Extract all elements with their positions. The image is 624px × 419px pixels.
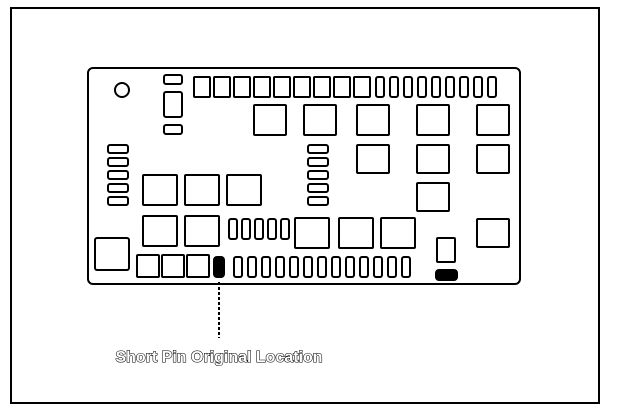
mini-fuse xyxy=(261,256,271,278)
mini-fuse xyxy=(254,218,264,240)
mini-fuse xyxy=(387,256,397,278)
mini-fuse xyxy=(417,76,427,98)
mini-fuse xyxy=(107,183,129,193)
mini-fuse xyxy=(359,256,369,278)
mini-fuse xyxy=(307,170,329,180)
mini-fuse xyxy=(107,170,129,180)
relay xyxy=(142,174,178,206)
mini-fuse xyxy=(487,76,497,98)
center-mini-fuse-stack xyxy=(307,144,329,206)
mini-fuse xyxy=(459,76,469,98)
mini-fuse xyxy=(403,76,413,98)
relay xyxy=(163,91,183,118)
large-relay xyxy=(94,237,130,271)
mini-fuse xyxy=(241,218,251,240)
relay-row-lower xyxy=(142,215,416,249)
mini-fuse xyxy=(107,196,129,206)
mini-fuse xyxy=(228,218,238,240)
mini-fuse xyxy=(389,76,399,98)
mini-fuse xyxy=(317,256,327,278)
mini-fuse xyxy=(289,256,299,278)
relay xyxy=(338,217,374,249)
relay xyxy=(416,182,450,212)
mini-fuse xyxy=(163,74,183,85)
small-fuse-column-top-left xyxy=(163,74,183,135)
left-mini-fuse-stack xyxy=(107,144,129,206)
mini-fuse xyxy=(233,256,243,278)
mini-fuse xyxy=(107,157,129,167)
mini-fuse xyxy=(375,76,385,98)
cartridge-fuse xyxy=(293,76,311,98)
mini-fuse xyxy=(331,256,341,278)
cartridge-fuse xyxy=(161,254,185,278)
relay xyxy=(294,217,330,249)
mini-fuse xyxy=(307,196,329,206)
relay xyxy=(184,174,220,206)
short-pin xyxy=(213,256,225,278)
fuse-block-body xyxy=(87,67,521,285)
cartridge-fuse xyxy=(273,76,291,98)
mini-fuse xyxy=(345,256,355,278)
relay xyxy=(142,215,178,247)
relay xyxy=(380,217,416,249)
top-row-mini-fuses xyxy=(375,76,497,98)
relay-row-1 xyxy=(253,104,510,136)
relay xyxy=(356,144,390,174)
cartridge-fuse xyxy=(353,76,371,98)
mini-fuse xyxy=(303,256,313,278)
lower-mini-fuse-group xyxy=(228,218,290,240)
mini-fuse xyxy=(473,76,483,98)
cartridge-fuse xyxy=(313,76,331,98)
cartridge-fuse xyxy=(193,76,211,98)
relay xyxy=(356,104,390,136)
cartridge-fuse xyxy=(233,76,251,98)
mini-fuse xyxy=(307,157,329,167)
mini-fuse xyxy=(275,256,285,278)
mini-fuse xyxy=(445,76,455,98)
cartridge-fuse xyxy=(333,76,351,98)
relay xyxy=(226,174,262,206)
mini-fuse xyxy=(107,144,129,154)
diagram-frame xyxy=(10,7,600,404)
cartridge-fuse xyxy=(136,254,160,278)
relay xyxy=(416,104,450,136)
relay xyxy=(253,104,287,136)
bottom-square-fuses xyxy=(136,254,210,278)
mini-fuse xyxy=(307,144,329,154)
relay xyxy=(476,104,510,136)
black-connector xyxy=(435,269,458,281)
mini-fuse xyxy=(267,218,277,240)
mini-fuse xyxy=(163,124,183,135)
mini-fuse xyxy=(307,183,329,193)
mini-fuse xyxy=(431,76,441,98)
top-row-cartridge-fuses xyxy=(193,76,371,98)
cartridge-fuse xyxy=(186,254,210,278)
bottom-mini-fuses xyxy=(233,256,411,278)
mini-fuse xyxy=(401,256,411,278)
small-relay xyxy=(436,237,456,263)
relay xyxy=(303,104,337,136)
mini-fuse xyxy=(373,256,383,278)
relay xyxy=(476,144,510,174)
mounting-hole xyxy=(114,82,130,98)
relay xyxy=(476,218,510,248)
mini-fuse xyxy=(280,218,290,240)
cartridge-fuse xyxy=(213,76,231,98)
relay xyxy=(416,144,450,174)
callout-label: Short Pin Original Location xyxy=(115,349,322,366)
relay-row-2 xyxy=(356,144,510,248)
relay xyxy=(184,215,220,247)
mini-fuse xyxy=(247,256,257,278)
relay-row-mid-left xyxy=(142,174,262,206)
cartridge-fuse xyxy=(253,76,271,98)
